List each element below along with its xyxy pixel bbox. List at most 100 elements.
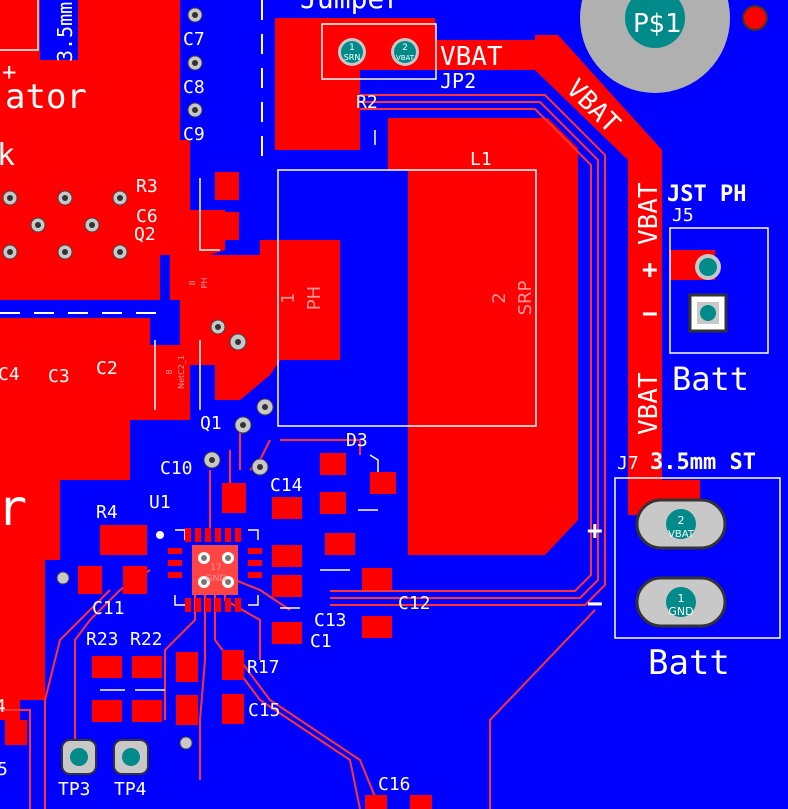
svg-text:VBAT: VBAT	[668, 529, 695, 540]
connector-pads	[61, 0, 768, 775]
svg-text:2: 2	[402, 43, 408, 53]
r-fragment: r	[0, 479, 27, 537]
plus-j5: +	[642, 255, 658, 285]
l1-outline	[277, 169, 537, 427]
c11-pad-1	[78, 566, 102, 594]
smd-pads	[5, 172, 432, 809]
svg-text:8: 8	[188, 280, 197, 285]
c16-pad-2	[410, 795, 432, 809]
trace-minus-down	[489, 609, 596, 809]
j5-outline	[669, 227, 769, 354]
svg-text:17: 17	[210, 563, 221, 573]
l1-label: L1	[470, 149, 492, 170]
c12-pad-1	[325, 533, 355, 555]
svg-text:PH: PH	[304, 286, 325, 310]
signal-traces	[0, 94, 606, 809]
q1-label: Q1	[200, 413, 222, 434]
vbat-vertical-2: VBAT	[634, 372, 664, 435]
r3-label: R3	[136, 176, 158, 197]
svg-text:PH: PH	[200, 278, 209, 289]
c8-label: C8	[183, 77, 205, 98]
jumper-label: Jumper	[300, 0, 401, 15]
mm-fragment: 3.5mm	[53, 2, 77, 62]
vias	[2, 7, 274, 750]
r22-pad-1	[132, 656, 162, 678]
svg-text:1: 1	[678, 592, 685, 605]
d3-pad-1	[320, 453, 346, 475]
c13-pad-1	[272, 575, 302, 597]
plus-j7: +	[587, 516, 603, 546]
r23-pad-1	[92, 656, 122, 678]
k-fragment: k	[0, 138, 15, 173]
minus-j5: −	[642, 299, 658, 329]
u1-chip	[156, 528, 262, 612]
r17-pad-2	[176, 695, 198, 725]
c6-pad	[215, 212, 239, 240]
q2-label: Q2	[134, 224, 156, 245]
r22-label: R22	[130, 629, 163, 650]
c10-pad	[222, 483, 246, 513]
r4-label: R4	[96, 502, 118, 523]
trace-d3-top	[280, 439, 361, 455]
copper-vbat-trace-wide	[535, 35, 662, 500]
c7-label: C7	[183, 29, 205, 50]
minus-j7: −	[587, 589, 603, 619]
trace-u1-right	[234, 579, 291, 611]
tp3-label: TP3	[58, 779, 91, 800]
c14-pad-2	[272, 545, 302, 567]
trace-left-down	[44, 589, 111, 809]
svg-text:2: 2	[489, 292, 510, 303]
d3-pad-2	[370, 472, 396, 494]
c1-label: C1	[310, 631, 332, 652]
c1-pad	[272, 622, 302, 644]
pad-labels: P$1 1 SRN 2 VBAT 2 VBAT 1 GND 17 GND 1 P…	[165, 9, 695, 618]
svg-text:SRP: SRP	[515, 280, 536, 315]
vbat-jp2-label: VBAT	[440, 42, 503, 72]
r17-pad-1	[176, 652, 198, 682]
copper-pour-ph-node	[170, 240, 340, 400]
ator-fragment: ator	[5, 77, 87, 117]
u1-label: U1	[149, 492, 171, 513]
left-edge-pad	[5, 720, 27, 745]
four-fragment: 4	[0, 696, 6, 717]
d3-label: D3	[346, 430, 368, 451]
trace-edge-left	[0, 709, 31, 809]
c6-label: C6	[136, 206, 158, 227]
copper-pour-top-center	[78, 0, 180, 158]
j7-label: J7	[617, 453, 639, 474]
svg-text:VBAT: VBAT	[396, 54, 415, 62]
copper-pour-srp	[408, 118, 578, 555]
c16-label: C16	[378, 774, 411, 795]
svg-text:SRN: SRN	[344, 53, 361, 62]
c3-label: C3	[48, 366, 70, 387]
copper-pour-top-left	[0, 0, 80, 170]
c11-label: C11	[92, 598, 125, 619]
copper-pour-lower-left	[0, 318, 190, 720]
five-fragment: 5	[0, 759, 8, 780]
trace-c16-2	[239, 659, 381, 809]
silk-text: Jumper VBAT JP2 R2 L1 VBAT VBAT VBAT JST…	[0, 0, 756, 800]
r17-label: R17	[247, 657, 280, 678]
c9-label: C9	[183, 124, 205, 145]
svg-text:8: 8	[165, 369, 174, 374]
svg-text:GND: GND	[668, 605, 693, 618]
c15-pad-1	[222, 650, 244, 680]
trace-srn-1	[330, 94, 606, 606]
r3-pad	[215, 172, 239, 200]
c13-label: C13	[314, 610, 347, 631]
vbat-vertical-1: VBAT	[634, 182, 664, 245]
j7-outline	[614, 477, 781, 639]
jst-ph-label: JST PH	[667, 182, 746, 207]
trace-u1-down-2	[199, 580, 206, 780]
r23-pad-2	[92, 700, 122, 722]
c12-pad-2	[362, 568, 392, 590]
j7-desc-label: 3.5mm ST	[650, 450, 756, 475]
c6-pad-2	[165, 212, 189, 240]
top-left-outline	[0, 0, 39, 51]
r4-pad-1	[100, 525, 124, 555]
svg-text:GND: GND	[206, 574, 227, 584]
jp2-outline	[321, 23, 437, 80]
dashed-lines	[0, 0, 263, 314]
jp2-label: JP2	[440, 69, 476, 93]
c12-pad-3	[362, 616, 392, 638]
